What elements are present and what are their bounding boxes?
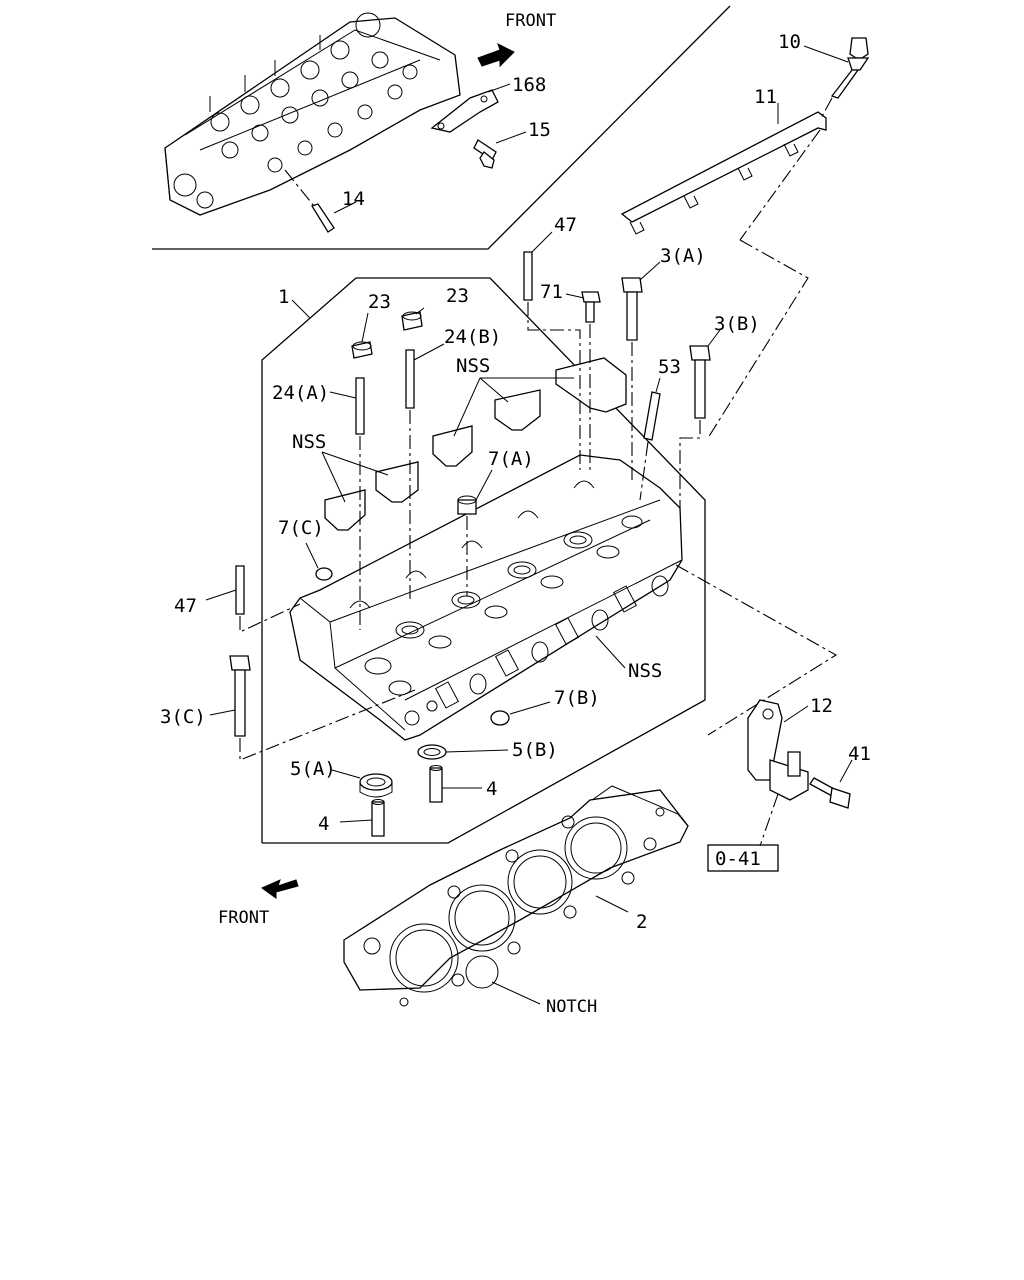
notch-highlight xyxy=(465,955,499,989)
front-arrow-bottom-icon xyxy=(260,879,299,899)
part-53-stud xyxy=(643,391,661,441)
part-47-stud-left xyxy=(235,565,245,615)
part-24b-stud xyxy=(405,349,415,409)
part-24a-stud xyxy=(355,377,365,435)
part-7b-plug xyxy=(490,710,510,726)
part-71-bolt xyxy=(581,291,601,323)
callout-11: 11 xyxy=(754,86,777,108)
callout-47-left: 47 xyxy=(174,595,197,617)
front-label-bottom: FRONT xyxy=(218,908,269,928)
part-10-glow-plug xyxy=(830,37,870,99)
part-7c-plug xyxy=(315,567,333,581)
callout-1: 1 xyxy=(278,286,289,308)
front-arrow-top-icon xyxy=(477,43,515,68)
part-4-dowel-right xyxy=(429,765,443,803)
part-11-connector-bar xyxy=(620,111,827,235)
callout-71: 71 xyxy=(540,281,563,303)
callout-168: 168 xyxy=(512,74,546,96)
callout-53: 53 xyxy=(658,356,681,378)
callout-nss-top: NSS xyxy=(456,355,490,377)
callout-24a: 24(A) xyxy=(272,382,329,404)
cam-cap-group-left xyxy=(324,461,419,531)
callout-3a: 3(A) xyxy=(660,245,706,267)
part-5b-seal xyxy=(417,744,447,760)
front-label-top: FRONT xyxy=(505,11,556,31)
callout-12: 12 xyxy=(810,695,833,717)
callout-15: 15 xyxy=(528,119,551,141)
callout-3c: 3(C) xyxy=(160,706,206,728)
callout-4-left: 4 xyxy=(318,813,329,835)
callout-7a: 7(A) xyxy=(488,448,534,470)
callout-nss-left: NSS xyxy=(292,431,326,453)
callout-7b: 7(B) xyxy=(554,687,600,709)
part-14-stud xyxy=(311,203,335,233)
part-2-head-gasket xyxy=(343,785,689,1007)
notch-label: NOTCH xyxy=(546,997,597,1017)
part-23-nut-b xyxy=(401,311,423,331)
part-3c-bolt xyxy=(229,655,251,737)
part-12-bracket xyxy=(747,699,809,801)
callout-47-top: 47 xyxy=(554,214,577,236)
callout-nss-right: NSS xyxy=(628,660,662,682)
part-47-stud-top xyxy=(523,251,533,301)
part-168-bracket xyxy=(430,89,499,133)
part-7a-plug xyxy=(457,495,477,515)
callout-5b: 5(B) xyxy=(512,739,558,761)
callout-23-a: 23 xyxy=(368,291,391,313)
inset-cylinder-head xyxy=(164,12,461,216)
callout-7c: 7(C) xyxy=(278,517,324,539)
part-41-bolt xyxy=(809,777,851,809)
callout-5a: 5(A) xyxy=(290,758,336,780)
callout-14: 14 xyxy=(342,188,365,210)
callout-10: 10 xyxy=(778,31,801,53)
callout-23-b: 23 xyxy=(446,285,469,307)
callout-41: 41 xyxy=(848,743,871,765)
callout-2: 2 xyxy=(636,911,647,933)
reference-box-0-41[interactable]: 0-41 xyxy=(707,844,779,872)
callout-24b: 24(B) xyxy=(444,326,501,348)
part-3a-bolt xyxy=(621,277,643,341)
part-3b-bolt xyxy=(689,345,711,419)
part-23-nut-a xyxy=(351,341,373,359)
part-15-bolt xyxy=(473,139,497,169)
callout-4-right: 4 xyxy=(486,778,497,800)
part-4-dowel-left xyxy=(371,799,385,837)
callout-3b: 3(B) xyxy=(714,313,760,335)
main-cylinder-head xyxy=(289,454,683,741)
inset-frame xyxy=(152,5,731,250)
part-5a-seal xyxy=(359,773,393,798)
reference-label-0-41: 0-41 xyxy=(715,848,761,870)
